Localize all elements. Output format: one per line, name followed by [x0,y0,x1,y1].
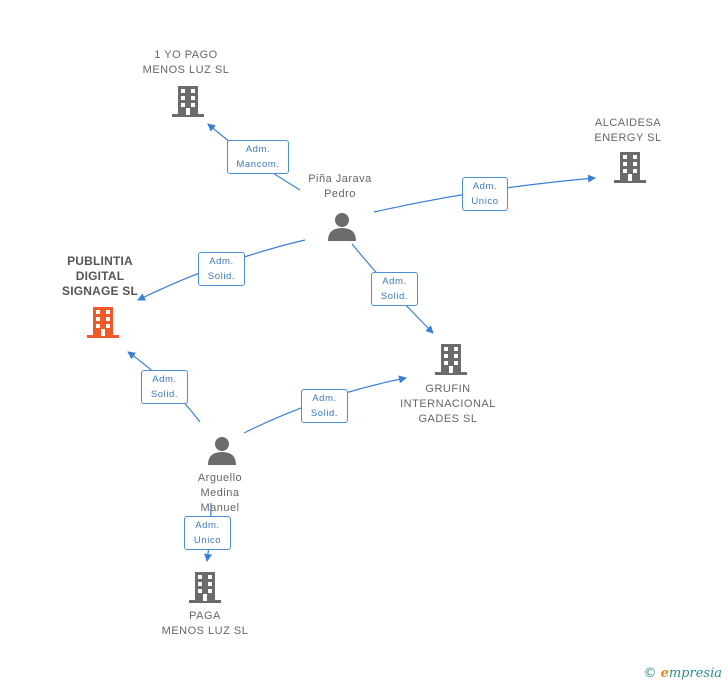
person-icon[interactable] [328,213,356,241]
person-icon[interactable] [208,437,236,465]
company-label-grufin[interactable]: GRUFIN INTERNACIONAL GADES SL [400,383,496,425]
brand-name: mpresia [668,666,722,681]
edge-label-pina-yopago: Adm. Mancom. [227,140,289,174]
building-icon[interactable] [172,86,204,117]
edge-label-arguello-grufin: Adm. Solid. [301,389,348,423]
edge-label-pina-grufin: Adm. Solid. [371,272,418,306]
brand-initial: e [660,666,669,681]
building-icon[interactable] [87,307,119,338]
company-label-alcaidesa[interactable]: ALCAIDESA ENERGY SL [594,117,662,144]
edge-label-pina-publintia: Adm. Solid. [198,252,245,286]
company-label-publintia[interactable]: PUBLINTIA DIGITAL SIGNAGE SL [61,254,138,298]
copyright-icon: © [643,666,657,681]
empresia-logo: © empresia [643,666,722,681]
company-label-paga[interactable]: PAGA MENOS LUZ SL [161,610,249,637]
building-icon[interactable] [614,152,646,183]
person-label-pina[interactable]: Piña Jarava Pedro [308,173,372,200]
company-label-yo-pago[interactable]: 1 YO PAGO MENOS LUZ SL [142,49,230,76]
edge-label-pina-alcaidesa: Adm. Unico [462,177,508,211]
edge-label-arguello-paga: Adm. Unico [184,516,231,550]
building-icon[interactable] [189,572,221,603]
person-label-arguello[interactable]: Arguello Medina Manuel [197,472,243,514]
edge-label-arguello-publintia: Adm. Solid. [141,370,188,404]
building-icon[interactable] [435,344,467,375]
